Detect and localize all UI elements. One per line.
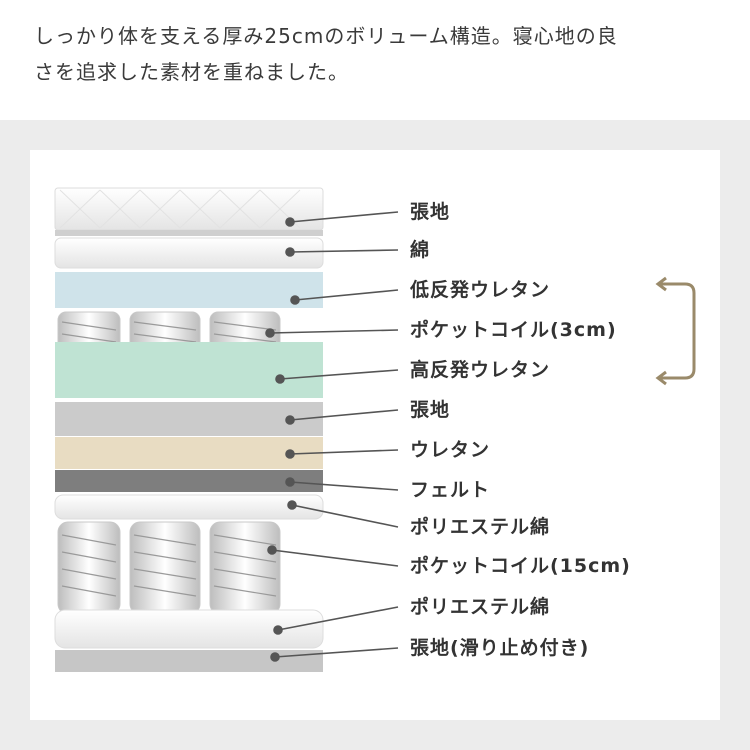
layer-grey-fabric	[55, 402, 323, 436]
layer-cotton	[54, 237, 324, 269]
layer-bottom-fabric	[55, 650, 323, 672]
leader-lines	[265, 211, 399, 662]
layer-urethane	[55, 437, 323, 469]
layer-large-coils	[57, 521, 281, 615]
layer-poly-cotton-bottom	[54, 609, 324, 649]
intro-line-1: しっかり体を支える厚み25cmのボリューム構造。寝心地の良	[34, 24, 618, 48]
layer-poly-cotton-top	[54, 494, 324, 520]
layer-felt	[55, 470, 323, 492]
bracket-arrow	[655, 276, 696, 386]
intro-line-2: さを追求した素材を重ねました。	[34, 60, 349, 84]
layer-low-foam	[55, 272, 323, 308]
layer-high-foam	[55, 342, 323, 398]
layer-top-fabric	[54, 187, 324, 236]
intro-text: しっかり体を支える厚み25cmのボリューム構造。寝心地の良 さを追求した素材を重…	[34, 18, 724, 90]
